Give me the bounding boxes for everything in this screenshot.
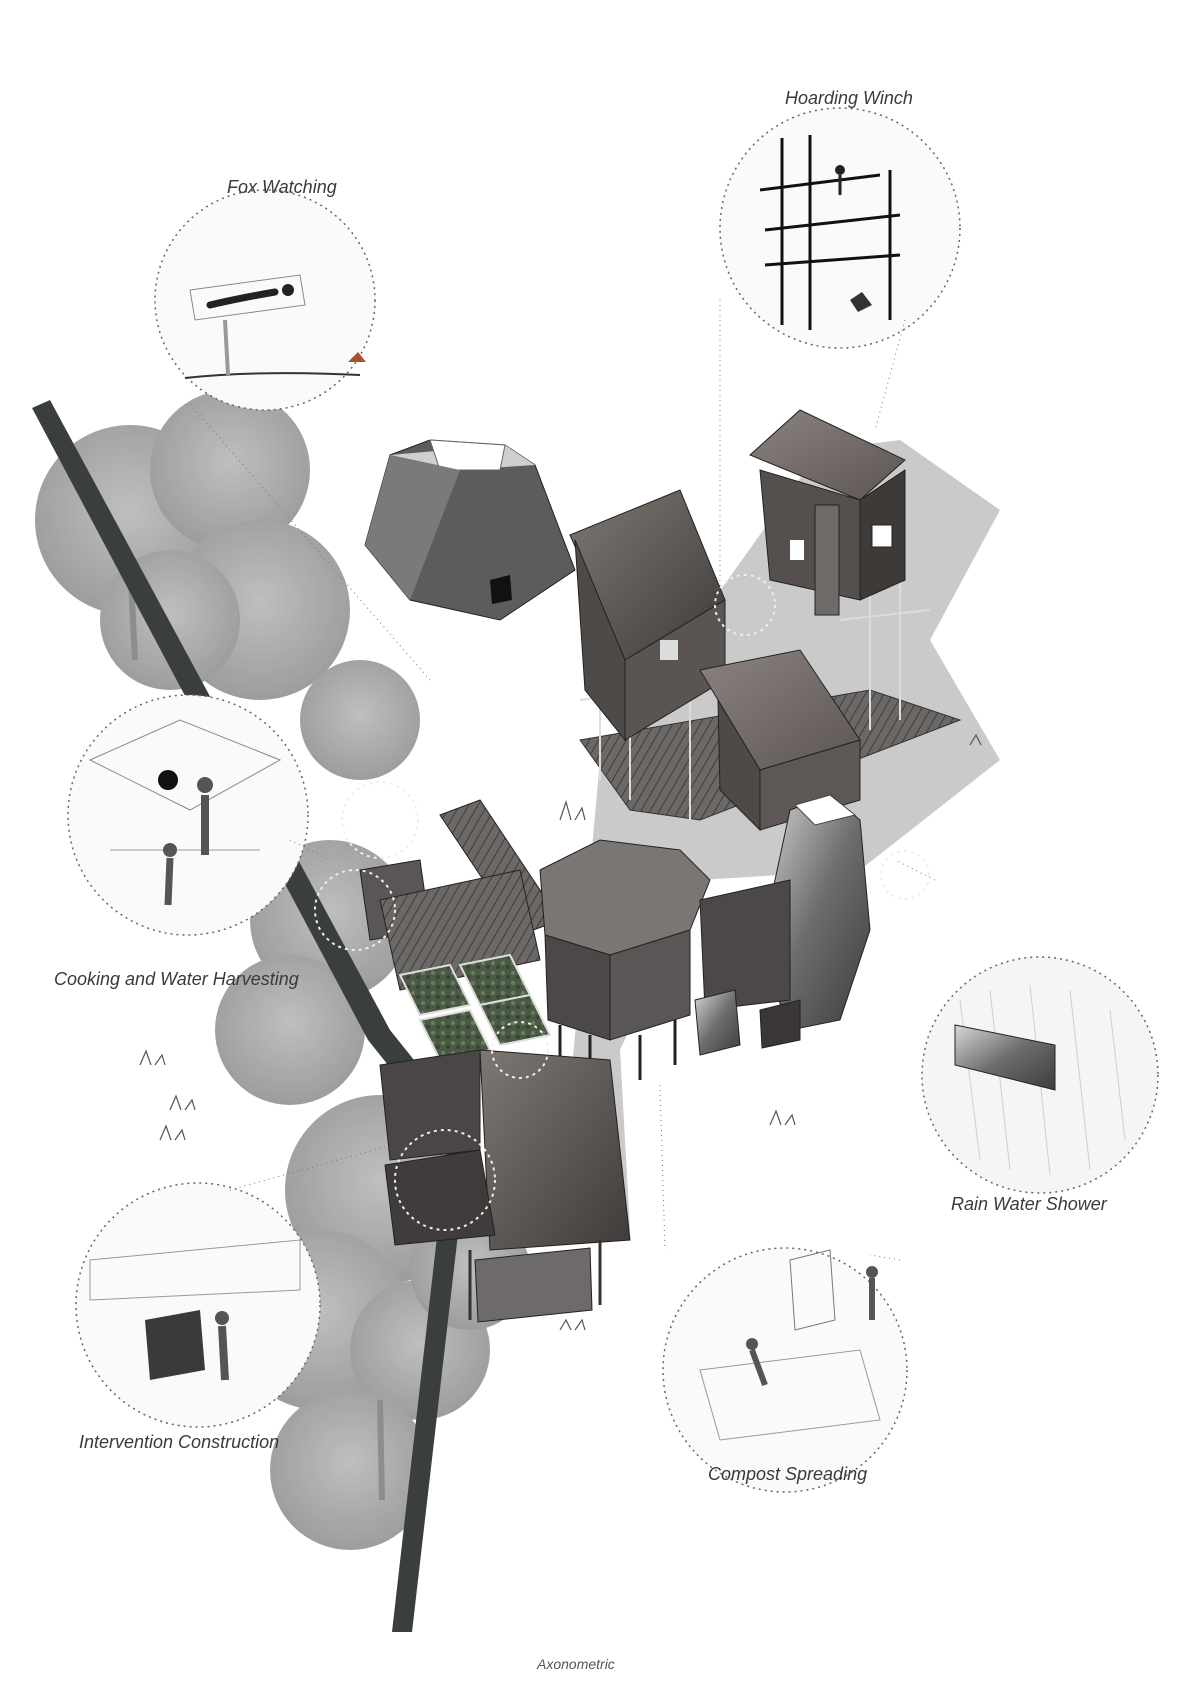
compost-shed: [379, 1049, 631, 1323]
label-rain-shower: Rain Water Shower: [951, 1194, 1107, 1214]
label-cooking-water: Cooking and Water Harvesting: [54, 969, 299, 989]
cabin-middle: [699, 649, 861, 832]
label-intervention: Intervention Construction: [79, 1432, 280, 1452]
shrubs: [139, 733, 982, 1331]
shower-pod: [694, 794, 871, 1056]
rain-shower-vignette: [894, 859, 1159, 1194]
stilt-house-left: [569, 489, 726, 742]
label-compost: Compost Spreading: [708, 1464, 868, 1484]
hoarding-winch-vignette: [719, 107, 961, 615]
detail-markers: [314, 574, 930, 1231]
fox-watching-vignette: [154, 189, 431, 681]
label-hoarding-winch: Hoarding Winch: [785, 88, 913, 108]
caption-axonometric: Axonometric: [537, 1656, 615, 1672]
garden-beds: [398, 953, 552, 1062]
cooking-water-vignette: [67, 694, 331, 936]
label-fox-watching: Fox Watching: [227, 177, 337, 197]
fox-hide-structure: [364, 439, 576, 621]
path-strip: [32, 400, 470, 1632]
octagon-pavilion: [539, 839, 711, 1080]
winch-tower: [749, 409, 906, 616]
compost-vignette: [659, 1084, 908, 1493]
building-shadow: [560, 440, 1000, 1230]
intervention-vignette: [75, 1139, 411, 1428]
